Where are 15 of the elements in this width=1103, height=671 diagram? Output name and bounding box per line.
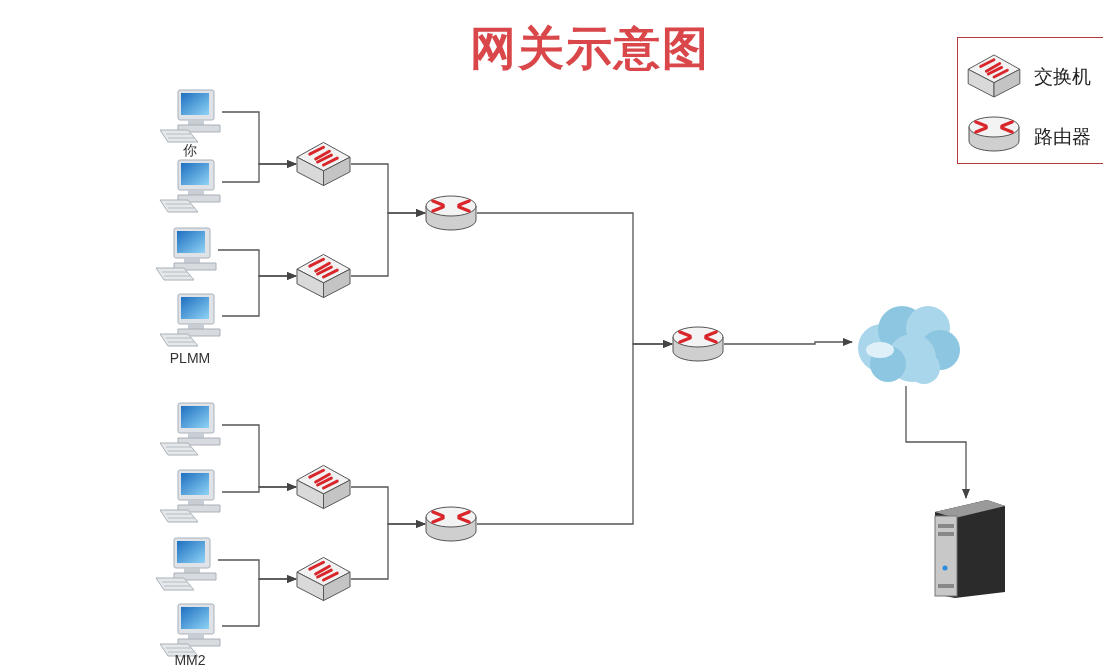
arrow [350,520,426,580]
computer-caption: PLMM [168,350,212,366]
computer-caption: MM2 [173,652,207,668]
arrow [221,483,297,493]
legend-label: 交换机 [1034,65,1091,89]
arrow [350,209,426,277]
arrow [221,160,297,183]
arrow [221,272,297,317]
arrow [476,340,673,525]
legend-label: 路由器 [1034,125,1091,149]
arrow [723,338,853,346]
arrow [905,385,970,499]
arrow [221,575,297,627]
title: 网关示意图 [469,21,711,76]
computer-caption: 你 [182,142,198,160]
